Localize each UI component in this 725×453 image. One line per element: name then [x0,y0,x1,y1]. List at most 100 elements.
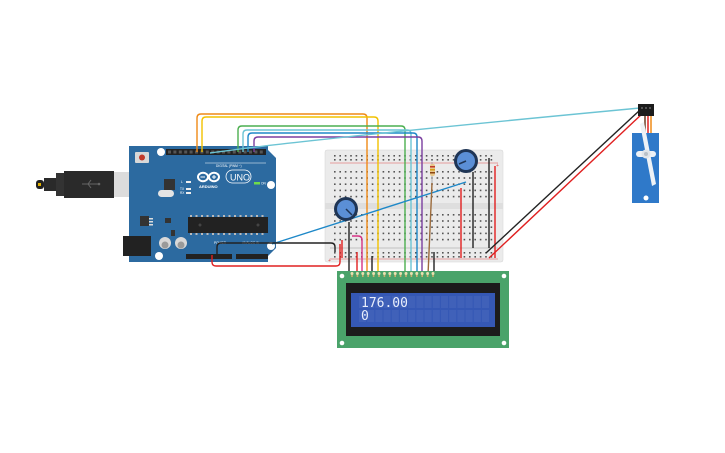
breadboard-hole [474,252,476,254]
breadboard-hole [355,171,358,173]
rail-plus-label: + [496,163,499,169]
resistor[interactable] [430,162,435,183]
breadboard-hole [344,238,347,241]
breadboard-hole [425,256,428,258]
breadboard-hole [452,232,455,235]
breadboard-hole [415,171,417,173]
breadboard-hole [350,252,352,254]
breadboard-hole [371,177,374,179]
breadboard-hole [382,177,385,179]
breadboard-hole [452,195,455,198]
breadboard-hole [420,214,422,216]
breadboard-hole [490,195,493,198]
breadboard-hole [334,232,336,235]
breadboard-hole [361,183,363,185]
led-label-rx: RX [180,191,185,195]
breadboard-hole [350,238,352,241]
breadboard-hole [339,232,341,235]
breadboard-hole [393,238,395,241]
chip-pin [228,233,231,235]
chip-pin [217,215,220,217]
breadboard-hole [469,189,471,192]
breadboard-hole [344,155,347,157]
breadboard-hole [388,195,390,198]
breadboard-hole [398,195,401,198]
breadboard-hole [442,183,444,185]
breadboard-hole [355,238,358,241]
power-header[interactable] [186,254,232,259]
potentiometer-2[interactable] [334,197,358,221]
breadboard-hole [479,195,482,198]
breadboard-hole [469,183,471,185]
lcd-cell [424,296,432,308]
breadboard-hole [442,226,444,228]
breadboard-hole [425,226,428,228]
breadboard-hole [382,256,385,258]
breadboard-hole [355,155,358,157]
chip-pin [261,215,264,217]
breadboard-hole [431,256,433,258]
analog-header[interactable] [236,254,268,259]
breadboard-hole [447,252,449,254]
chip-pin [217,233,220,235]
breadboard-hole [479,232,482,235]
breadboard-hole [344,195,347,198]
breadboard-hole [452,177,455,179]
breadboard-hole [431,226,433,228]
breadboard-hole [452,189,455,192]
potentiometer-1[interactable] [454,149,478,173]
chip-pin [190,233,192,235]
breadboard-hole [420,226,422,228]
breadboard-hole [398,189,401,192]
breadboard-hole [490,252,493,254]
breadboard-hole [339,189,341,192]
breadboard-hole [415,256,417,258]
breadboard-hole [485,177,487,179]
wire-green [237,125,406,280]
breadboard-hole [382,214,385,216]
breadboard-hole [447,226,449,228]
lcd-cell [432,310,440,322]
breadboard-hole [436,232,439,235]
breadboard-hole [469,232,471,235]
chip-pin [250,215,253,217]
breadboard-hole [393,189,395,192]
breadboard-hole [490,171,493,173]
servo-motor[interactable] [632,104,659,203]
breadboard-hole [382,252,385,254]
usb-cable[interactable] [36,171,130,198]
breadboard-hole [393,177,395,179]
breadboard-hole [436,189,439,192]
breadboard-hole [479,183,482,185]
breadboard-hole [361,226,363,228]
chip-pin [250,233,253,235]
breadboard-hole [398,256,401,258]
breadboard-hole [436,214,439,216]
crystal [158,190,174,197]
breadboard-hole [398,252,401,254]
breadboard-hole [350,177,352,179]
breadboard-hole [350,155,352,157]
header-pin [205,150,209,154]
breadboard-hole [371,252,374,254]
wire-servo-gnd [485,109,641,254]
lcd-16x2[interactable]: 176.00 0 [337,271,509,348]
breadboard-hole [344,183,347,185]
header-pin [178,150,182,154]
breadboard-hole [382,195,385,198]
breadboard-hole [447,220,449,222]
chip-pin [234,215,236,217]
breadboard-hole [420,171,422,173]
breadboard-hole [382,183,385,185]
breadboard-hole [339,177,341,179]
breadboard-hole [350,183,352,185]
breadboard-hole [388,256,390,258]
breadboard-hole [442,214,444,216]
breadboard-hole [371,155,374,157]
breadboard-hole [393,171,395,173]
breadboard-hole [355,195,358,198]
servo-horn[interactable] [636,122,656,186]
arduino-uno-board[interactable]: DIGITAL (PWM ~) L TX RX ON ARDUINO UNO [123,146,276,262]
breadboard-hole [436,256,439,258]
